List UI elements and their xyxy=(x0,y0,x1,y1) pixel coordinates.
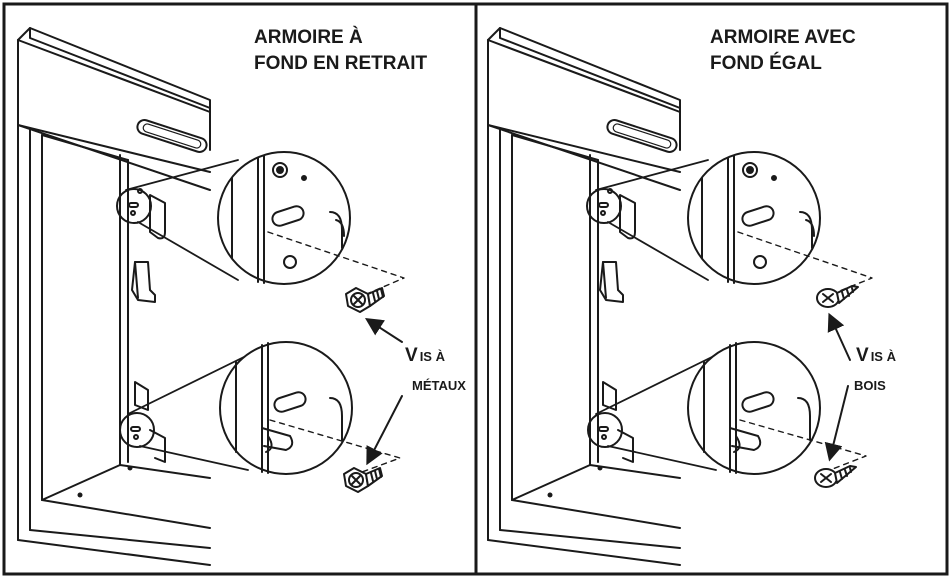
right-title-line1: ARMOIRE AVEC xyxy=(710,27,856,48)
right-zoom-cone-lower xyxy=(595,354,717,471)
left-cabinet-bottom xyxy=(17,464,211,566)
right-cabinet-side xyxy=(487,124,599,541)
left-latch xyxy=(131,261,156,303)
right-arrow-lower xyxy=(824,385,849,462)
right-screw-label-rest: IS À xyxy=(871,349,897,364)
right-cabinet-bottom xyxy=(487,464,681,566)
right-zoom-cone-upper xyxy=(595,159,709,281)
right-magnifier-lower xyxy=(687,341,821,475)
right-arrow-upper xyxy=(827,312,851,361)
right-latch xyxy=(599,261,624,303)
left-title-line2: FOND EN RETRAIT xyxy=(254,53,428,74)
left-arrow-lower xyxy=(366,395,403,466)
left-magnifier-upper xyxy=(217,151,351,285)
left-screw-label-cap: V xyxy=(405,345,418,366)
left-bracket-lower xyxy=(119,381,166,463)
right-guide-lower xyxy=(739,419,867,471)
right-magnifier-upper xyxy=(687,151,821,285)
left-machine-screw-upper xyxy=(345,287,385,313)
left-guide-lower xyxy=(269,419,401,473)
left-top-slot xyxy=(136,119,208,153)
left-screw-label-rest: IS À xyxy=(420,349,446,364)
right-top-slot xyxy=(606,119,678,153)
left-panel xyxy=(17,27,405,566)
right-title-line2: FOND ÉGAL xyxy=(710,52,822,74)
left-zoom-cone-lower xyxy=(127,354,249,471)
right-panel xyxy=(487,27,873,566)
right-wood-screw-lower xyxy=(814,465,857,488)
right-bracket-upper xyxy=(586,188,636,240)
left-cabinet-side xyxy=(17,124,129,541)
right-screw-label-cap: V xyxy=(856,345,869,366)
right-screw-label-line2: BOIS xyxy=(854,378,886,393)
left-arrow-upper xyxy=(364,318,403,343)
left-zoom-cone-upper xyxy=(125,159,239,281)
left-magnifier-lower xyxy=(219,341,353,475)
right-cabinet-top xyxy=(487,27,681,191)
right-wood-screw-upper xyxy=(816,285,859,308)
left-cabinet-top xyxy=(17,27,211,191)
left-title-line1: ARMOIRE À xyxy=(254,26,363,48)
right-bracket-lower xyxy=(587,381,634,463)
left-bracket-upper xyxy=(116,188,166,240)
left-screw-label-line2: MÉTAUX xyxy=(412,378,466,393)
left-machine-screw-lower xyxy=(343,467,383,493)
